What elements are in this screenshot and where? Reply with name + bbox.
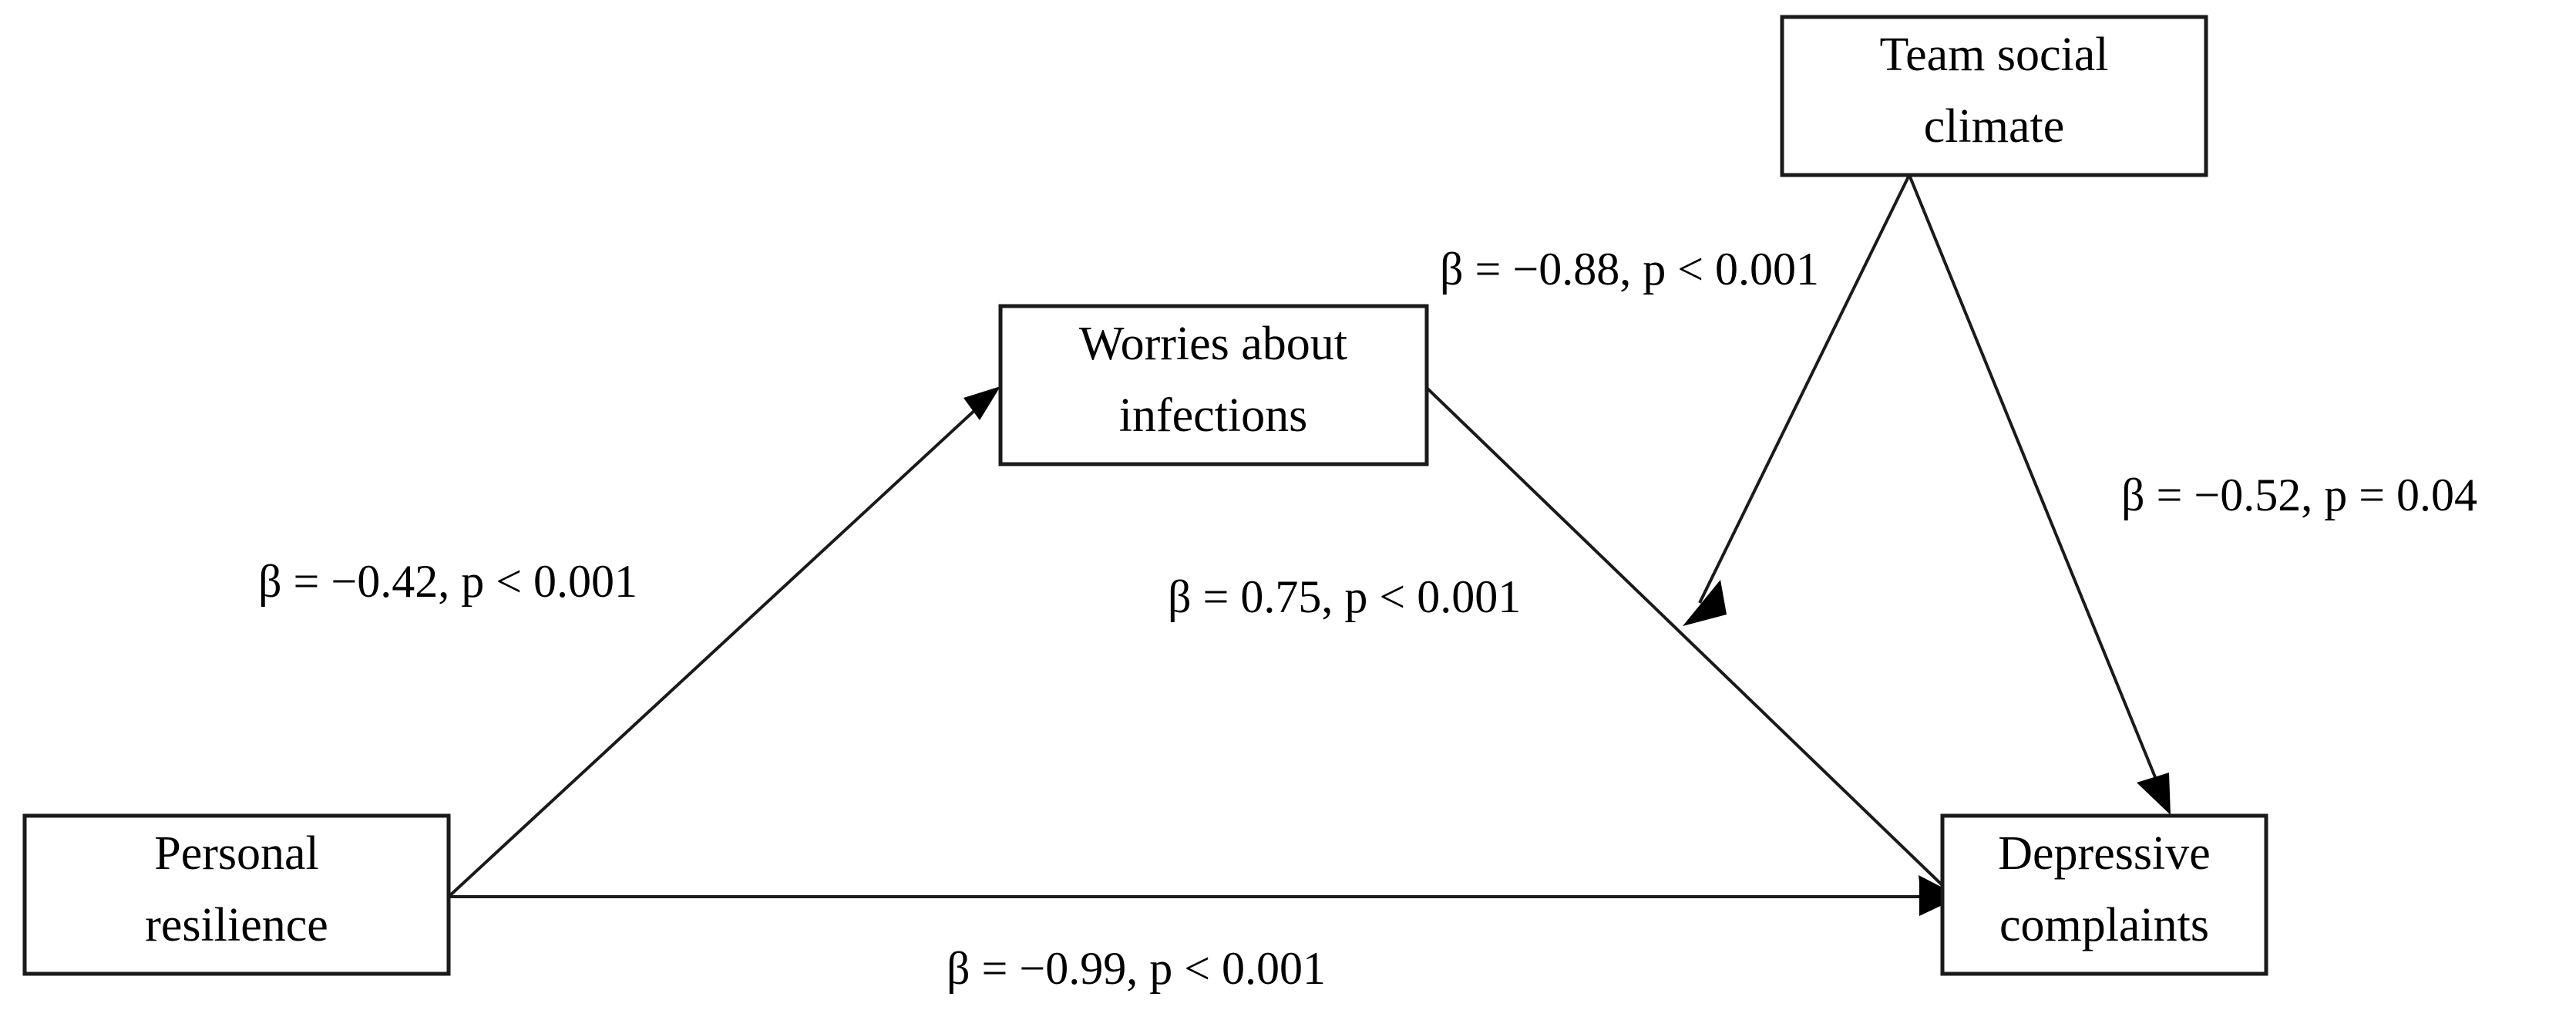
node-box-rect[interactable]: [1940, 813, 2268, 976]
node-box-rect[interactable]: [1780, 15, 2208, 177]
node-label-line2: complaints: [1999, 899, 2209, 951]
node-worries-about-infections[interactable]: Worries about infections: [998, 304, 1429, 466]
node-label-line2: resilience: [145, 899, 328, 951]
arrowhead-icon: [1919, 878, 1960, 916]
node-label-line1: Personal: [154, 827, 319, 880]
edge-resilience-to-depressive: [449, 878, 1960, 916]
coef-label-resilience-to-depressive: β = −0.99, p < 0.001: [947, 943, 1326, 994]
coef-label-worries-to-depressive: β = 0.75, p < 0.001: [1168, 571, 1521, 622]
arrowhead-icon: [1683, 580, 1727, 626]
node-label-line2: infections: [1119, 389, 1308, 442]
coef-label-resilience-to-worries: β = −0.42, p < 0.001: [258, 556, 637, 607]
edge-climate-to-depressive: [1908, 174, 2171, 815]
coef-label-climate-moderation: β = −0.88, p < 0.001: [1440, 244, 1819, 295]
node-label-line1: Depressive: [1998, 827, 2210, 880]
node-box-rect[interactable]: [22, 813, 451, 976]
edge-line: [1908, 174, 2164, 795]
node-team-social-climate[interactable]: Team social climate: [1780, 15, 2208, 177]
node-label-line2: climate: [1924, 100, 2064, 153]
node-personal-resilience[interactable]: Personal resilience: [22, 813, 451, 976]
node-box-rect[interactable]: [998, 304, 1429, 466]
coef-label-climate-to-depressive: β = −0.52, p = 0.04: [2121, 470, 2477, 520]
arrowhead-icon: [963, 386, 1000, 420]
arrowhead-icon: [2137, 773, 2171, 815]
node-label-line1: Team social: [1880, 29, 2109, 81]
node-label-line1: Worries about: [1079, 318, 1347, 370]
edge-line: [1698, 174, 1911, 604]
node-depressive-complaints[interactable]: Depressive complaints: [1940, 813, 2268, 976]
edge-line: [447, 396, 990, 898]
edge-worries-to-depressive: [1425, 386, 1960, 910]
edge-line: [1425, 386, 1949, 892]
edge-resilience-to-worries: [447, 386, 1000, 898]
edge-climate-moderates-path: [1683, 174, 1911, 626]
